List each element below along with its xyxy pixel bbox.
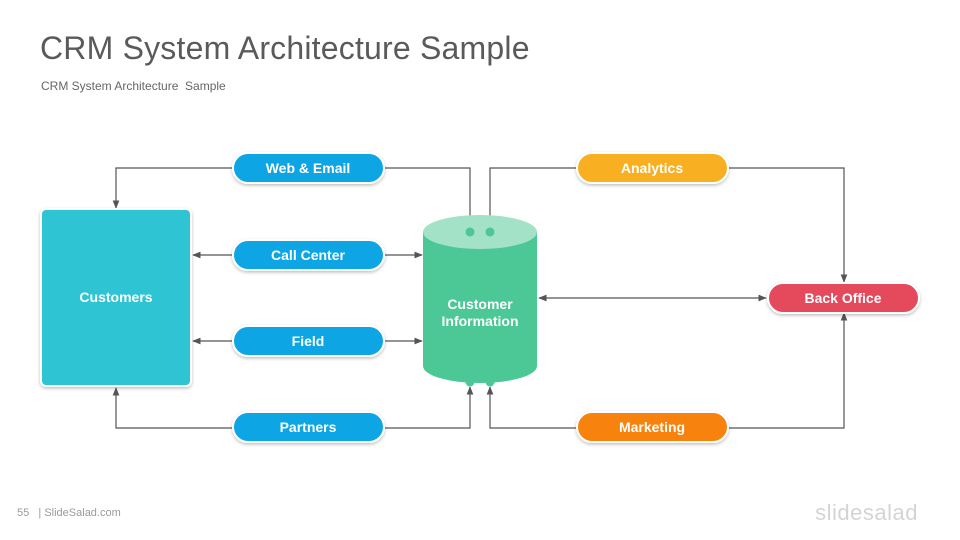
marketing-label: Marketing (619, 419, 685, 435)
slide-subtitle: CRM System Architecture Sample (41, 79, 226, 93)
port-dot (485, 227, 495, 237)
page-number: 55 (17, 507, 30, 519)
back-office-node: Back Office (767, 282, 920, 314)
connector-partners-db (383, 386, 474, 429)
slidesalad-logo: slidesalad (815, 500, 918, 525)
connector-marketing-db (486, 386, 579, 429)
call-center-label: Call Center (271, 247, 345, 263)
port-dot (485, 377, 495, 387)
customers-label: Customers (79, 289, 152, 305)
back-office-label: Back Office (804, 290, 881, 306)
connector-partners-customers (112, 387, 234, 429)
channel-call-center: Call Center (232, 239, 385, 271)
connectors (112, 167, 848, 429)
port-dot (465, 377, 475, 387)
connector-marketing-back-office (727, 312, 848, 429)
port-dot (465, 227, 475, 237)
connector-web-to-db (383, 167, 474, 227)
channel-analytics: Analytics (576, 152, 729, 184)
footer-site: | SlideSalad.com (38, 507, 121, 519)
field-label: Field (292, 333, 325, 349)
channel-web-email: Web & Email (232, 152, 385, 184)
customer-information-database: Customer Information (423, 215, 537, 387)
slide-title: CRM System Architecture Sample (40, 30, 530, 66)
connector-analytics-db (486, 167, 579, 227)
database-label-line1: Customer (447, 296, 513, 312)
web-email-label: Web & Email (266, 160, 351, 176)
database-label-line2: Information (442, 313, 519, 329)
partners-label: Partners (280, 419, 337, 435)
customers-node: Customers (40, 208, 192, 387)
channel-marketing: Marketing (576, 411, 729, 443)
connector-web-to-customers (112, 167, 234, 209)
channel-field: Field (232, 325, 385, 357)
channel-partners: Partners (232, 411, 385, 443)
slide-footer: 55 | SlideSalad.com (17, 507, 121, 519)
connector-analytics-back-office (727, 167, 848, 283)
analytics-label: Analytics (621, 160, 683, 176)
